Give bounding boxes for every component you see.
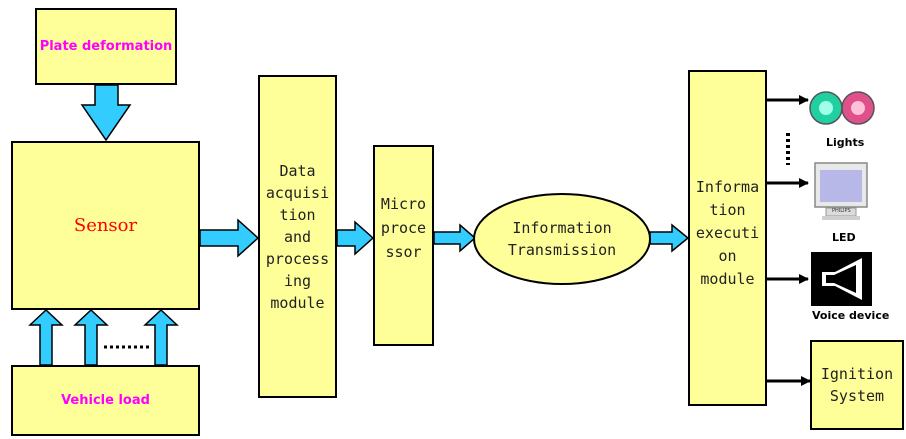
sensor-label: Sensor bbox=[73, 215, 138, 236]
ignition-system-block: Ignition System bbox=[810, 340, 904, 430]
data-acquisition-module-block: Data acquisi tion and process ing module bbox=[258, 75, 337, 398]
information-execution-label: Informa tion executi on module bbox=[695, 177, 760, 288]
led-label: LED bbox=[832, 231, 856, 244]
microprocessor-label: Micro proce ssor bbox=[380, 194, 427, 261]
plate-deformation-label: Plate deformation bbox=[39, 39, 173, 54]
vehicle-load-block: Vehicle load bbox=[11, 365, 200, 436]
arrow-daq-to-micro bbox=[336, 220, 375, 256]
arrow-load-to-sensor-3 bbox=[143, 308, 179, 366]
monitor-brand-text: PHILIPS bbox=[832, 208, 851, 214]
traffic-lights-icon bbox=[809, 91, 875, 125]
arrow-transmission-to-execution bbox=[649, 223, 690, 253]
voice-device-label: Voice device bbox=[812, 309, 890, 322]
arrow-plate-to-sensor bbox=[80, 84, 132, 142]
voice-device-icon bbox=[811, 252, 872, 306]
arrow-load-to-sensor-2 bbox=[73, 308, 109, 366]
arrow-load-to-sensor-1 bbox=[28, 308, 64, 366]
microprocessor-block: Micro proce ssor bbox=[373, 145, 434, 346]
led-monitor-icon bbox=[814, 162, 868, 220]
information-transmission-label: Information Transmission bbox=[507, 219, 617, 259]
information-transmission-ellipse bbox=[473, 193, 651, 285]
data-acquisition-label: Data acquisi tion and process ing module bbox=[265, 161, 330, 312]
lights-label: Lights bbox=[826, 136, 865, 149]
plate-deformation-block: Plate deformation bbox=[35, 8, 177, 85]
information-transmission-text: Information Transmission bbox=[476, 205, 648, 273]
information-execution-module-block: Informa tion executi on module bbox=[688, 70, 767, 406]
vehicle-load-label: Vehicle load bbox=[61, 393, 150, 408]
arrow-micro-to-transmission bbox=[433, 223, 477, 253]
sensor-block: Sensor bbox=[11, 141, 200, 310]
arrow-sensor-to-daq bbox=[199, 218, 260, 258]
ignition-system-label: Ignition System bbox=[820, 365, 894, 405]
